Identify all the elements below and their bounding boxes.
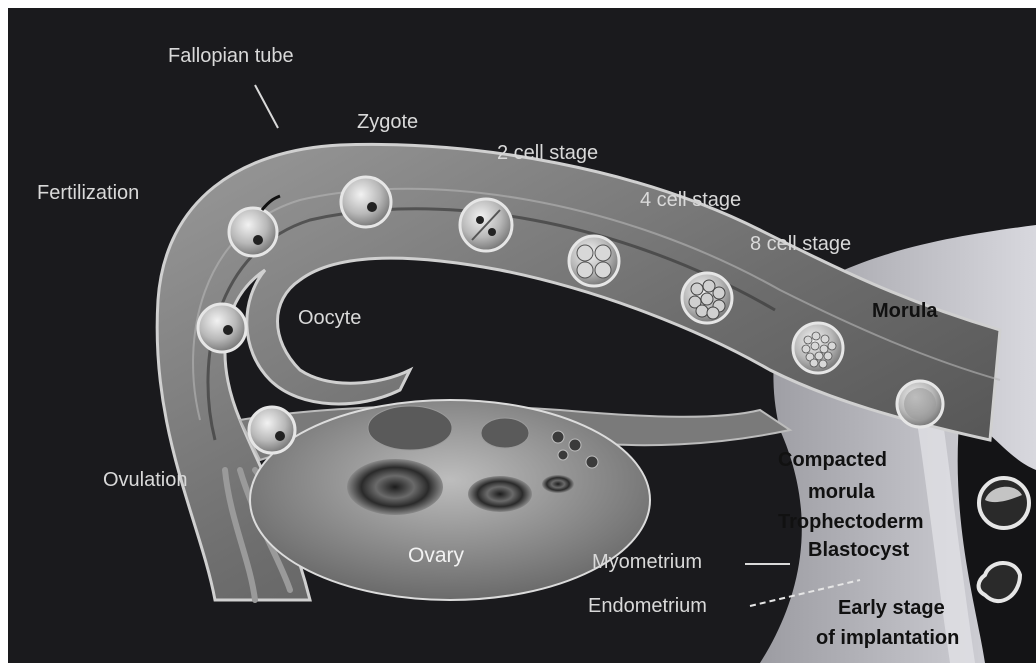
label-oocyte: Oocyte [298,307,361,329]
label-fallopian-tube: Fallopian tube [168,45,294,67]
label-endometrium: Endometrium [588,595,707,617]
oocyte-cell [198,304,246,352]
mature-follicle [347,459,443,515]
zygote-cell [341,177,391,227]
morula-cell [793,323,843,373]
label-trophectoderm: Trophectoderm [778,511,924,533]
label-blastocyst: Blastocyst [808,539,909,561]
label-2-cell-stage: 2 cell stage [497,142,598,164]
label-morula: Morula [872,300,938,322]
label-of-implantation: of implantation [816,627,959,649]
small-follicle [542,475,574,493]
primordial-follicle [586,456,598,468]
label-myometrium: Myometrium [592,551,702,573]
ovulation-oocyte [249,407,295,453]
primordial-follicle [558,450,568,460]
label-compacted: Compacted [778,449,887,471]
blastocyst-cell [979,478,1029,528]
label-compacted-morula: morula [808,481,876,503]
label-4-cell-stage: 4 cell stage [640,189,741,211]
primordial-follicle [569,439,581,451]
label-fertilization: Fertilization [37,182,139,204]
primordial-follicle [552,431,564,443]
label-zygote: Zygote [357,111,418,133]
label-8-cell-stage: 8 cell stage [750,233,851,255]
two-cell-embryo [460,199,512,251]
label-ovary: Ovary [408,544,465,567]
corpus-albicans [481,418,529,448]
eight-cell-embryo [682,273,732,323]
four-cell-embryo [569,236,619,286]
label-ovulation: Ovulation [103,469,188,491]
secondary-follicle [468,476,532,512]
corpus-luteum [368,406,452,450]
label-early-stage: Early stage [838,597,945,619]
compacted-morula-cell [897,381,943,427]
